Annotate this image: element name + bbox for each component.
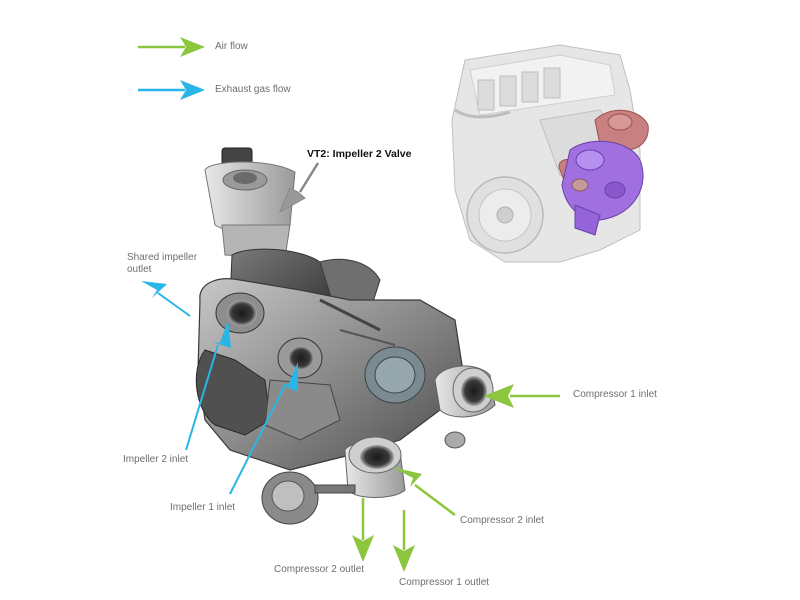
exhaust-flow-legend-arrow [138,80,205,100]
exhaust-flow-legend-label: Exhaust gas flow [215,84,291,95]
compressor2-outlet-label: Compressor 2 outlet [274,564,365,575]
compressor2-inlet-label: Compressor 2 inlet [460,515,544,526]
impeller1-inlet-label: Impeller 1 inlet [170,502,236,513]
impeller2-inlet-arrow [185,320,231,451]
compressor1-inlet-label: Compressor 1 inlet [573,389,657,400]
compressor1-outlet-label: Compressor 1 outlet [399,577,490,588]
vt2-callout-arrow [278,162,320,214]
air-flow-legend-label: Air flow [215,41,248,52]
impeller1-inlet-arrow [229,362,298,495]
shared-outlet-label-line1: Shared impeller [127,252,198,263]
air-flow-legend-arrow [138,37,205,57]
compressor1-outlet-arrow [393,510,415,572]
impeller2-inlet-label: Impeller 2 inlet [123,454,189,465]
shared-outlet-label-line2: outlet [127,264,152,275]
compressor1-inlet-arrow [484,384,560,408]
compressor2-outlet-arrow [352,498,374,562]
shared-outlet-arrow [141,281,191,317]
engine-illustration [451,44,649,263]
vt2-label: VT2: Impeller 2 Valve [307,148,412,160]
turbocharger-illustration [195,147,496,525]
compressor2-inlet-arrow [392,467,456,516]
